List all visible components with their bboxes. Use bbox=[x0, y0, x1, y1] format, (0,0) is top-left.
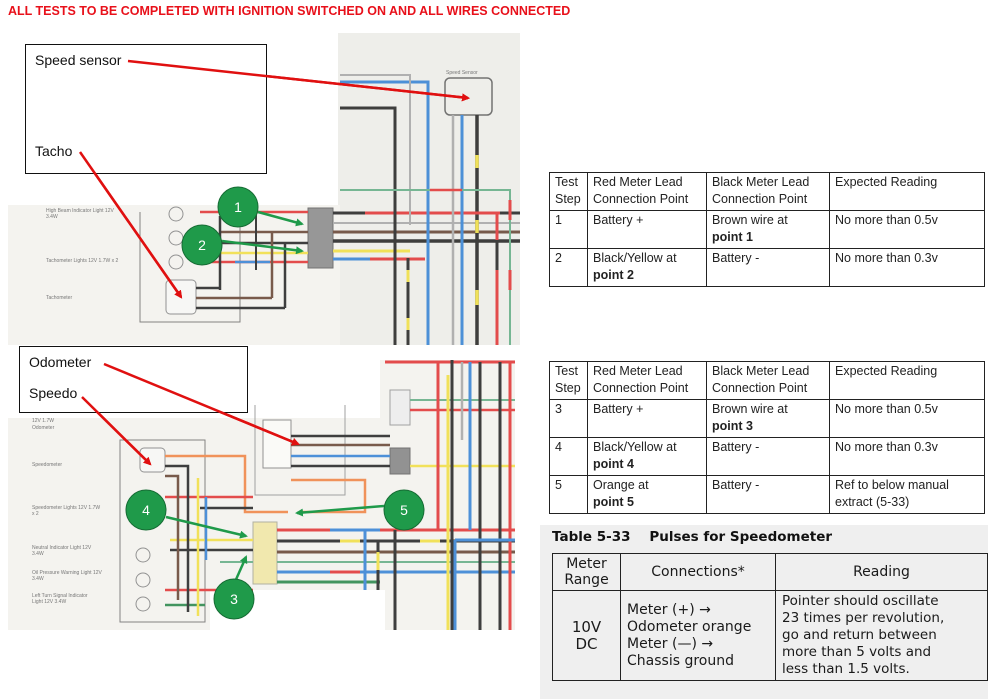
cell-step: 1 bbox=[549, 210, 588, 249]
header-expected-reading: Expected Reading bbox=[829, 361, 985, 400]
connector-right-1 bbox=[389, 389, 411, 426]
cell-step: 5 bbox=[549, 475, 588, 514]
test-point-5-label: 5 bbox=[400, 502, 408, 518]
header-expected-reading: Expected Reading bbox=[829, 172, 985, 211]
connector-right-2 bbox=[389, 447, 411, 475]
test-point-2-label: 2 bbox=[198, 237, 206, 253]
bulb bbox=[135, 547, 151, 563]
bulb bbox=[168, 254, 184, 270]
oil-light-tiny-label: Oil Pressure Warning Light 12V 3.4W bbox=[32, 570, 102, 582]
test-point-markers bbox=[125, 186, 425, 620]
test-point-1-marker bbox=[217, 186, 259, 228]
cell-red-lead: Battery + bbox=[587, 399, 707, 438]
bulb bbox=[135, 572, 151, 588]
manual-header-connections: Connections* bbox=[620, 553, 776, 591]
tacho-callout: Tacho bbox=[35, 143, 73, 159]
test-point-4-arrow bbox=[165, 515, 248, 539]
speedometer-component bbox=[139, 447, 166, 473]
cell-step: 2 bbox=[549, 248, 588, 287]
test-point-4-label: 4 bbox=[142, 502, 150, 518]
cell-black-lead: Battery - bbox=[706, 248, 830, 287]
cell-reading: No more than 0.3v bbox=[829, 248, 985, 287]
connector-upper bbox=[307, 207, 334, 269]
manual-header-reading: Reading bbox=[775, 553, 988, 591]
manual-table-title: Table 5-33 Pulses for Speedometer bbox=[552, 529, 833, 545]
cell-reading: No more than 0.5v bbox=[829, 399, 985, 438]
cell-red-lead: Battery + bbox=[587, 210, 707, 249]
connector-lower bbox=[252, 521, 278, 585]
test-point-2-arrow bbox=[221, 239, 304, 255]
cell-step: 4 bbox=[549, 437, 588, 476]
instruction-title: ALL TESTS TO BE COMPLETED WITH IGNITION … bbox=[8, 4, 571, 18]
manual-cell-reading: Pointer should oscillate 23 times per re… bbox=[775, 590, 988, 681]
speed-sensor-callout: Speed sensor bbox=[35, 52, 122, 68]
speedo-lights-tiny-label: Speedometer Lights 12V 1.7W x 2 bbox=[32, 505, 101, 517]
manual-cell-connections: Meter (+) → Odometer orange Meter (—) → … bbox=[620, 590, 776, 681]
test-point-4-marker bbox=[125, 489, 167, 531]
odometer-tiny-label: Odometer bbox=[32, 425, 55, 431]
odometer-component bbox=[262, 419, 292, 469]
lamp-rating-tiny-label: 12V 1.7W bbox=[32, 418, 54, 424]
cell-black-lead: Battery - bbox=[706, 437, 830, 476]
bulb bbox=[168, 230, 184, 246]
test-point-5-arrow bbox=[295, 504, 385, 517]
neutral-light-tiny-label: Neutral Indicator Light 12V 3.4W bbox=[32, 545, 92, 557]
high-beam-tiny-label: High Beam Indicator Light 12V 3.4W bbox=[46, 208, 114, 220]
tachometer-tiny-label: Tachometer bbox=[46, 295, 73, 301]
bulb bbox=[135, 596, 151, 612]
cell-reading: No more than 0.5v bbox=[829, 210, 985, 249]
test-point-3-marker bbox=[213, 578, 255, 620]
tacho-lights-tiny-label: Tachometer Lights 12V 1.7W x 2 bbox=[46, 258, 119, 264]
test-point-5-marker bbox=[383, 489, 425, 531]
turn-signal-tiny-label: Left Turn Signal Indicator Light 12V 3.4… bbox=[32, 593, 88, 605]
speedo-callout: Speedo bbox=[29, 385, 78, 401]
test-point-3-label: 3 bbox=[230, 591, 238, 607]
lower-wires bbox=[119, 360, 515, 630]
odometer-callout: Odometer bbox=[29, 354, 92, 370]
speedometer-tiny-label: Speedometer bbox=[32, 462, 63, 468]
speed-sensor-tiny-label: Speed Sensor bbox=[446, 70, 478, 76]
test-point-arrows bbox=[165, 210, 385, 585]
cell-step: 3 bbox=[549, 399, 588, 438]
test-point-1-label: 1 bbox=[234, 199, 242, 215]
cell-black-lead: Battery - bbox=[706, 475, 830, 514]
test-point-1-arrow bbox=[257, 210, 304, 227]
bulb bbox=[168, 206, 184, 222]
cell-reading: No more than 0.3v bbox=[829, 437, 985, 476]
